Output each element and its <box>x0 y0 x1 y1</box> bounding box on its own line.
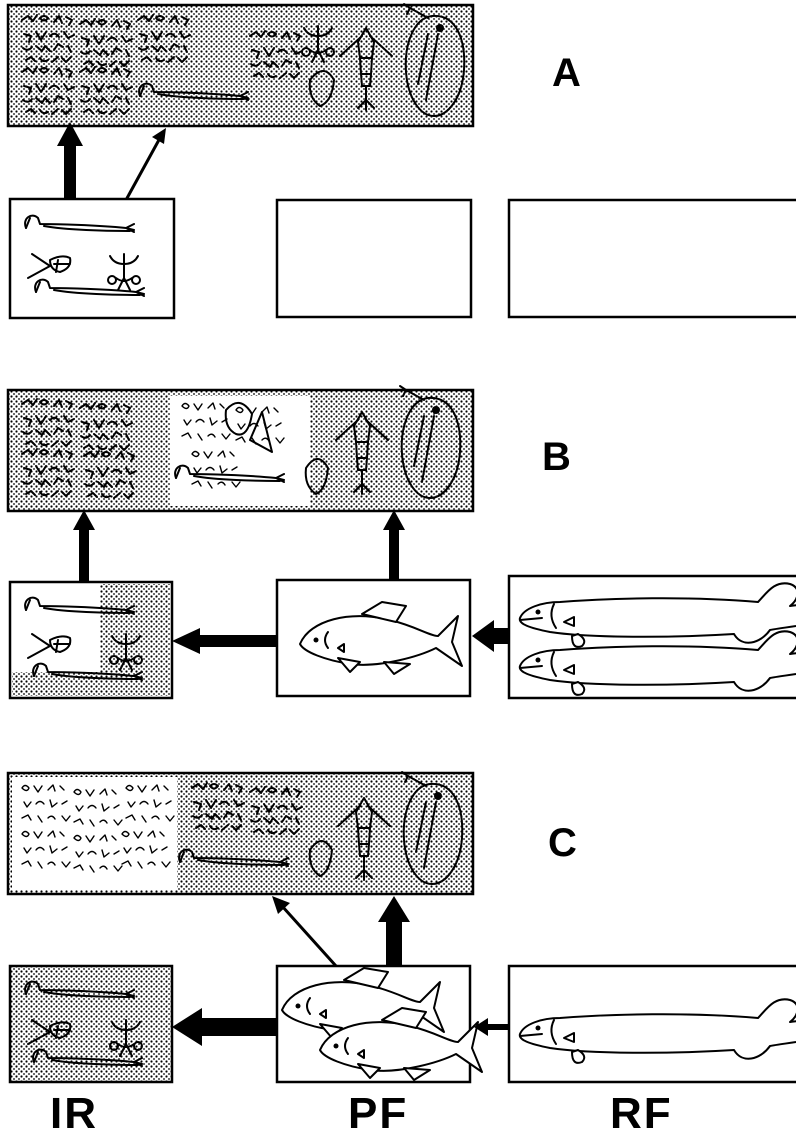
planktivorous-fish-box-c <box>277 966 482 1082</box>
invertebrate-predators-box-c <box>10 966 172 1082</box>
arrow-pf-to-community-thin <box>272 896 336 966</box>
zooplankton-community-box <box>8 4 473 126</box>
panel-b: B <box>8 386 796 698</box>
piscivorous-fish-box-c <box>509 966 796 1082</box>
invertebrate-predators-box-b <box>10 582 172 698</box>
arrow-ir-to-community-thick <box>57 122 83 200</box>
panel-a: A <box>8 4 796 318</box>
column-label-pf: PF <box>348 1089 408 1135</box>
arrow-rf-to-pf-thin <box>474 1018 512 1036</box>
planktivorous-fish-box-empty <box>277 200 471 317</box>
panel-letter-b: B <box>542 435 571 479</box>
panel-c: C <box>8 772 796 1082</box>
arrow-pf-to-ir-thick <box>172 1008 278 1046</box>
zooplankton-community-box <box>8 386 473 511</box>
zooplankton-community-box <box>8 772 473 894</box>
column-label-rf: RF <box>610 1089 673 1135</box>
arrow-rf-to-pf <box>472 620 512 652</box>
column-label-ir: IR <box>50 1089 98 1135</box>
arrow-ir-to-community <box>73 510 95 582</box>
arrow-pf-to-community-thick <box>378 896 410 968</box>
invertebrate-predators-box-a <box>10 199 174 318</box>
piscivorous-fish-box-empty <box>509 200 796 317</box>
panel-letter-a: A <box>552 51 581 95</box>
panel-letter-c: C <box>548 821 577 865</box>
planktivorous-fish-box-b <box>277 580 470 696</box>
piscivorous-fish-box-b <box>509 576 796 698</box>
arrow-ir-to-community-thin <box>126 128 166 200</box>
arrow-pf-to-community <box>383 510 405 582</box>
arrow-pf-to-ir <box>172 628 278 654</box>
